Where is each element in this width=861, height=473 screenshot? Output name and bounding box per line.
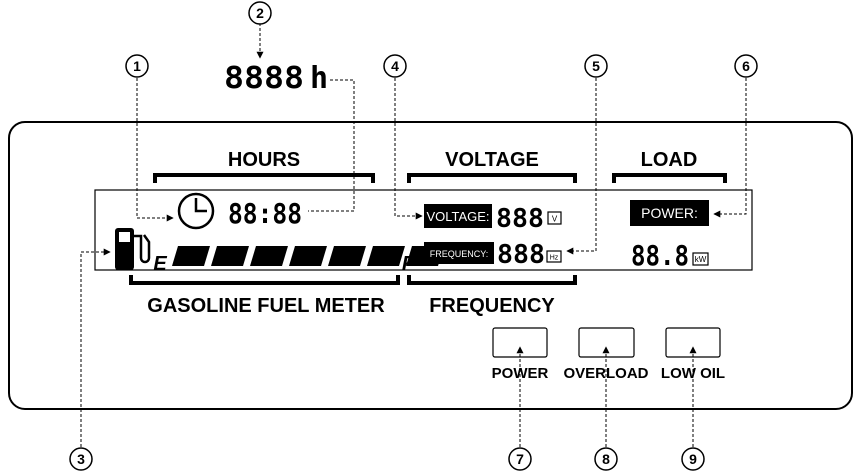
bracket-hours — [153, 173, 375, 183]
callout-5: 5 — [584, 54, 608, 78]
power-tag: POWER: — [641, 205, 698, 221]
leader-1 — [136, 78, 174, 222]
panel-outline — [8, 121, 853, 410]
power-unit-box — [692, 252, 709, 266]
clock-icon — [177, 192, 215, 230]
leader-4 — [394, 78, 423, 220]
bracket-load — [612, 173, 727, 183]
fuel-segment — [211, 246, 249, 266]
fuel-segment — [172, 246, 210, 266]
svg-text:2: 2 — [256, 5, 264, 21]
power-digits: 88.8 — [631, 239, 689, 272]
fuel-full-label: F — [402, 253, 415, 275]
leader-3 — [80, 248, 111, 447]
callout-8: 8 — [594, 447, 618, 471]
callout-4: 4 — [383, 54, 407, 78]
frequency-tag: FREQUENCY: — [430, 249, 489, 259]
power-unit: kW — [695, 255, 707, 264]
svg-text:9: 9 — [689, 451, 697, 467]
frequency-tag-bg — [424, 242, 494, 264]
frequency-digits: 888 — [497, 240, 545, 270]
svg-text:1: 1 — [133, 58, 141, 74]
fuel-pump-icon — [115, 228, 151, 270]
frequency-unit-box — [546, 250, 562, 263]
svg-text:3: 3 — [77, 451, 85, 467]
callout-2: 2 — [248, 1, 272, 25]
voltage-unit: V — [552, 215, 558, 224]
hours-digits: 88:88 — [228, 197, 302, 230]
label-voltage: VOLTAGE — [445, 149, 539, 171]
leader-2-link — [308, 79, 355, 212]
bracket-frequency — [407, 275, 577, 285]
indicator-low-oil-lamp — [665, 327, 721, 358]
callout-3: 3 — [69, 447, 93, 471]
indicator-low-oil-label: LOW OIL — [661, 365, 725, 382]
label-fuel-meter: GASOLINE FUEL METER — [147, 295, 385, 317]
label-hours: HOURS — [228, 149, 300, 171]
indicator-power-label: POWER — [492, 365, 549, 382]
fuel-segment — [367, 246, 405, 266]
lcd-window — [94, 189, 753, 271]
leader-5 — [566, 78, 597, 255]
frequency-unit: Hz — [550, 255, 559, 262]
top-hour-digits: 8888 — [224, 61, 304, 96]
power-tag-bg — [630, 200, 709, 226]
bracket-voltage — [407, 173, 577, 183]
indicator-power-lamp — [492, 327, 548, 358]
indicator-overload-lamp — [578, 327, 635, 358]
top-hour-unit: h — [310, 61, 328, 96]
voltage-digits: 888 — [496, 204, 544, 234]
svg-text:7: 7 — [516, 451, 524, 467]
bracket-fuel — [129, 275, 400, 285]
svg-text:5: 5 — [592, 58, 600, 74]
fuel-empty-label: E — [153, 253, 167, 275]
callout-7: 7 — [508, 447, 532, 471]
voltage-unit-box — [547, 211, 562, 225]
voltage-tag: VOLTAGE: — [426, 209, 489, 224]
voltage-tag-bg — [424, 204, 492, 228]
svg-text:4: 4 — [391, 58, 399, 74]
callout-6: 6 — [734, 54, 758, 78]
callout-9: 9 — [681, 447, 705, 471]
fuel-segment — [328, 246, 366, 266]
svg-text:8: 8 — [602, 451, 610, 467]
callout-leaders — [80, 23, 747, 447]
leader-6 — [713, 78, 747, 218]
indicator-overload-label: OVERLOAD — [563, 365, 648, 382]
svg-text:6: 6 — [742, 58, 750, 74]
label-load: LOAD — [641, 149, 698, 171]
fuel-segment — [289, 246, 327, 266]
fuel-segment — [250, 246, 288, 266]
callout-1: 1 — [125, 54, 149, 78]
label-frequency: FREQUENCY — [429, 295, 555, 317]
